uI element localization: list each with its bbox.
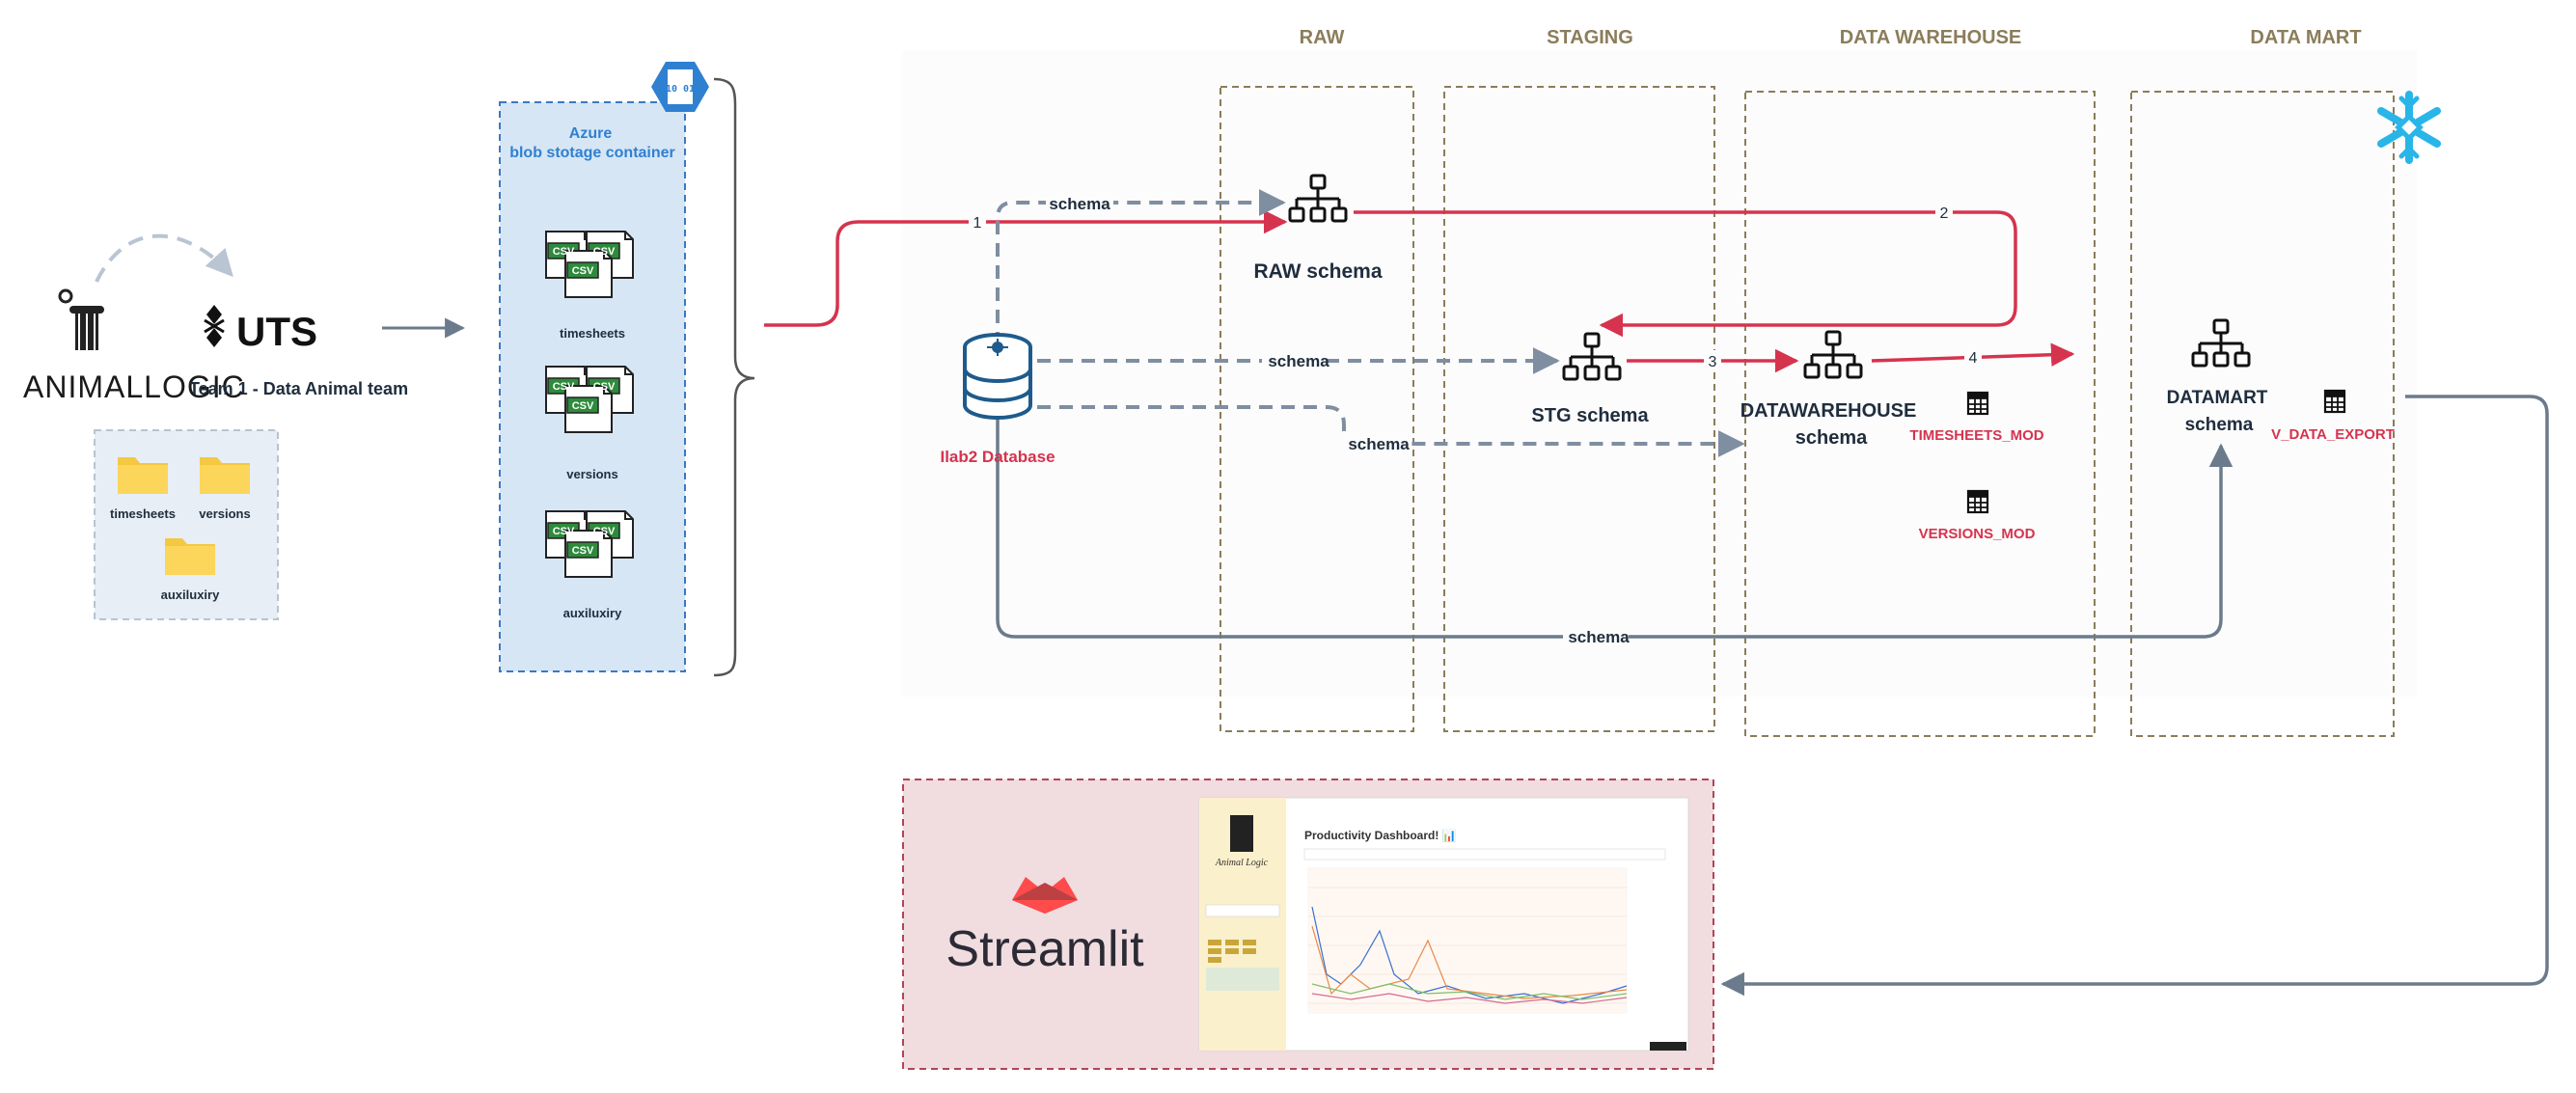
svg-text:CSV: CSV — [553, 526, 575, 537]
dw-schema-label-line1: DATAWAREHOUSE — [1740, 400, 1917, 422]
dashboard-title: Productivity Dashboard! 📊 — [1304, 829, 1457, 842]
uts-emblem-icon — [204, 305, 225, 347]
edge-label-step-1: 1 — [973, 215, 982, 232]
team-label: Team 1 - Data Animal team — [189, 379, 408, 398]
table-versions-mod: VERSIONS_MOD — [1919, 526, 2036, 542]
flow-datamart-to-streamlit — [1720, 395, 2549, 997]
folder-label-auxiluxiry: auxiluxiry — [161, 587, 220, 602]
table-icon — [1966, 391, 1989, 416]
azure-subtitle: blob stotage container — [509, 145, 675, 161]
table-v-data-export: V_DATA_EXPORT — [2271, 426, 2395, 443]
table-timesheets-mod: TIMESHEETS_MOD — [1909, 427, 2043, 444]
staging-header: STAGING — [1547, 27, 1633, 48]
raw-header: RAW — [1300, 27, 1345, 48]
database-icon — [963, 333, 1032, 420]
warehouse-area-background — [902, 50, 2417, 697]
azure-file-versions: versions — [566, 467, 617, 481]
edge-label-step-2: 2 — [1940, 205, 1949, 222]
csv-file-icon: CSV CSV CSV — [545, 510, 634, 578]
binary-hex-icon: 10 01 — [651, 62, 709, 112]
data-mart-header: DATA MART — [2250, 27, 2361, 48]
csv-file-icon: CSV CSV CSV — [545, 366, 634, 433]
svg-text:CSV: CSV — [593, 246, 616, 258]
streamlit-crown-icon — [1012, 877, 1078, 914]
azure-curly-brace — [713, 77, 755, 677]
dashboard-screenshot: Animal Logic Productivity Dashboard! 📊 — [1198, 797, 1689, 1052]
azure-title: Azure — [569, 125, 613, 142]
source-curved-arrow — [95, 233, 233, 283]
svg-text:CSV: CSV — [572, 400, 594, 412]
uts-logo-text: UTS — [236, 309, 317, 354]
folder-label-timesheets: timesheets — [110, 506, 176, 521]
flow-azure-to-raw — [764, 209, 1288, 327]
column-logo-icon — [58, 288, 104, 350]
folder-label-versions: versions — [199, 506, 250, 521]
dashboard-sidebar-logo: Animal Logic — [1215, 858, 1269, 868]
edge-label-schema-dw: schema — [1348, 435, 1410, 453]
dw-schema-label-line2: schema — [1795, 427, 1868, 449]
csv-file-icon: CSV CSV CSV — [545, 231, 634, 298]
flow-raw-to-stg — [1354, 210, 2017, 338]
streamlit-brand: Streamlit — [945, 921, 1144, 977]
azure-file-timesheets: timesheets — [560, 326, 625, 341]
edge-label-step-3: 3 — [1709, 354, 1717, 370]
staging-stage-column — [1443, 86, 1715, 732]
schema-flow-db-to-raw — [996, 189, 1286, 345]
raw-schema-label: RAW schema — [1253, 260, 1382, 283]
edge-label-schema-datamart: schema — [1568, 628, 1630, 646]
svg-text:CSV: CSV — [553, 246, 575, 258]
snowflake-icon — [2377, 91, 2441, 164]
table-icon — [1966, 489, 1989, 514]
edge-label-step-4: 4 — [1969, 350, 1978, 367]
data-warehouse-header: DATA WAREHOUSE — [1840, 27, 2022, 48]
edge-label-schema-raw: schema — [1049, 195, 1110, 213]
svg-text:CSV: CSV — [572, 265, 594, 277]
svg-text:CSV: CSV — [572, 545, 594, 557]
edge-label-schema-stg: schema — [1268, 352, 1329, 370]
warehouse-stage-column — [1744, 91, 2096, 737]
stg-schema-label: STG schema — [1531, 405, 1649, 426]
datamart-stage-column — [2130, 91, 2395, 737]
svg-text:10 01: 10 01 — [666, 84, 695, 95]
database-label: Ilab2 Database — [940, 448, 1055, 466]
svg-text:CSV: CSV — [593, 381, 616, 393]
svg-text:CSV: CSV — [593, 526, 616, 537]
table-icon — [2323, 389, 2346, 414]
dm-schema-label-line1: DATAMART — [2167, 388, 2268, 408]
animal-logic-logo-text: ANIMALLOGIC — [23, 369, 245, 404]
svg-text:CSV: CSV — [553, 381, 575, 393]
dm-schema-label-line2: schema — [2185, 415, 2254, 435]
azure-file-auxiluxiry: auxiluxiry — [563, 606, 622, 620]
raw-stage-column — [1219, 86, 1414, 732]
